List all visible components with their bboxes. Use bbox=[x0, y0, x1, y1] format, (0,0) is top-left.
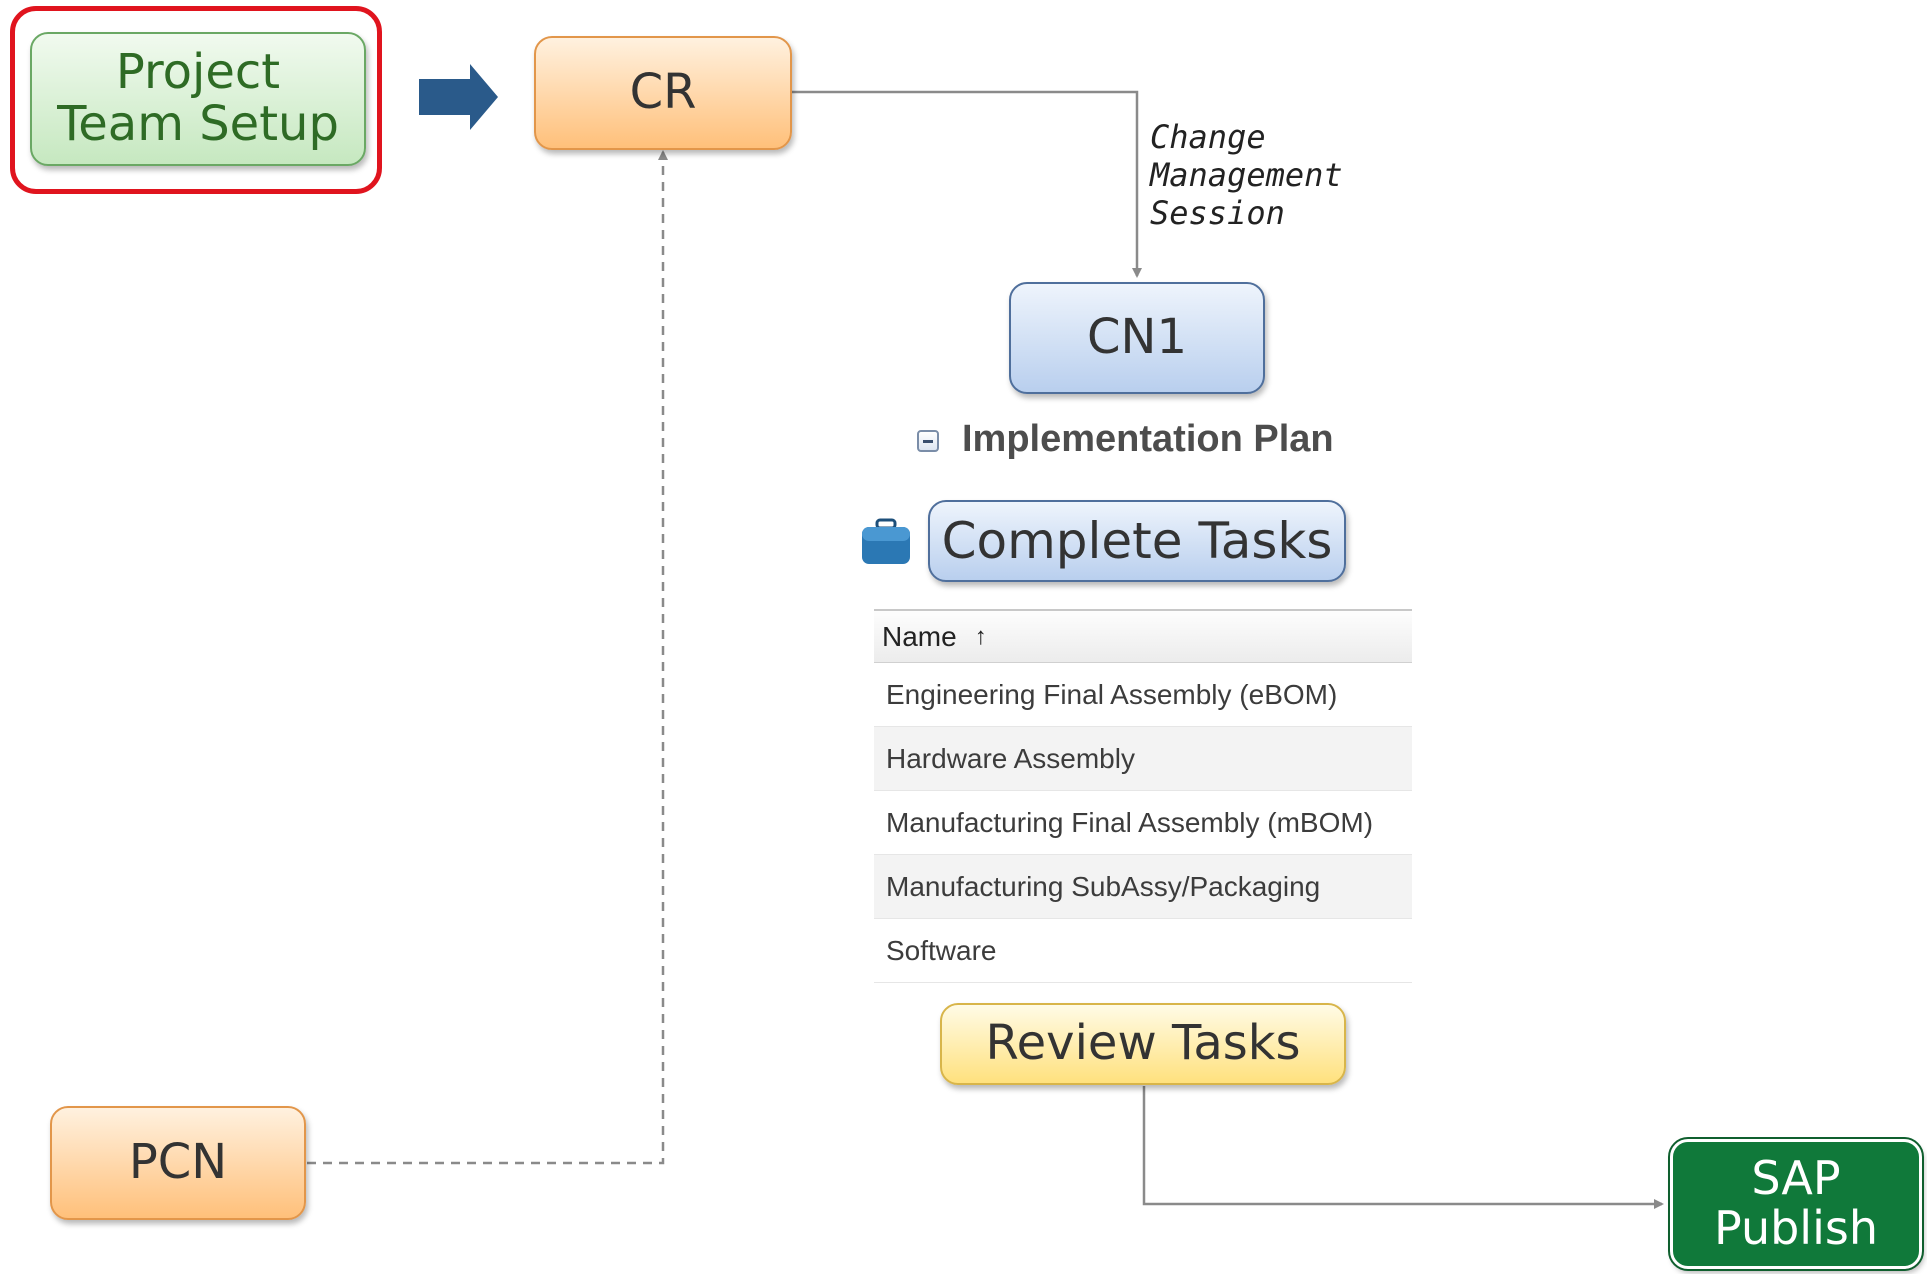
pcn-to-cr-connector bbox=[307, 150, 668, 1165]
project-team-setup-node[interactable]: Project Team Setup bbox=[30, 32, 366, 166]
change-management-note: Change Management Session bbox=[1150, 118, 1343, 232]
cn1-node[interactable]: CN1 bbox=[1009, 282, 1265, 394]
note-line2: Management bbox=[1150, 156, 1343, 194]
cr-to-cn1-connector bbox=[790, 90, 1142, 278]
pcn-label: PCN bbox=[128, 1134, 228, 1191]
table-header[interactable]: Name ↑ bbox=[874, 609, 1412, 663]
complete-tasks-label: Complete Tasks bbox=[941, 512, 1333, 570]
project-team-setup-line1: Project bbox=[115, 44, 281, 101]
collapse-icon[interactable] bbox=[917, 430, 939, 452]
project-team-setup-line2: Team Setup bbox=[57, 96, 339, 152]
review-tasks-node[interactable]: Review Tasks bbox=[940, 1003, 1346, 1085]
name-column-header: Name bbox=[882, 620, 957, 652]
sort-up-icon[interactable]: ↑ bbox=[974, 622, 987, 650]
table-row[interactable]: Engineering Final Assembly (eBOM) bbox=[874, 663, 1412, 727]
table-row[interactable]: Software bbox=[874, 919, 1412, 983]
task-table: Name ↑ Engineering Final Assembly (eBOM)… bbox=[874, 609, 1412, 983]
briefcase-icon bbox=[862, 518, 910, 564]
task-name: Software bbox=[886, 934, 997, 966]
review-to-sap-connector bbox=[1142, 1086, 1664, 1209]
sap-publish-node[interactable]: SAP Publish bbox=[1668, 1137, 1924, 1271]
task-name: Hardware Assembly bbox=[886, 742, 1135, 774]
cn1-label: CN1 bbox=[1087, 309, 1187, 366]
task-name: Engineering Final Assembly (eBOM) bbox=[886, 678, 1338, 710]
note-line1: Change bbox=[1150, 118, 1266, 156]
table-row[interactable]: Manufacturing Final Assembly (mBOM) bbox=[874, 791, 1412, 855]
task-name: Manufacturing SubAssy/Packaging bbox=[886, 870, 1321, 902]
note-line3: Session bbox=[1150, 194, 1285, 232]
review-tasks-label: Review Tasks bbox=[985, 1015, 1301, 1072]
table-row[interactable]: Hardware Assembly bbox=[874, 727, 1412, 791]
complete-tasks-node[interactable]: Complete Tasks bbox=[928, 500, 1346, 582]
cr-label: CR bbox=[629, 64, 697, 121]
selection-highlight bbox=[10, 6, 382, 194]
cr-node[interactable]: CR bbox=[534, 36, 792, 150]
sap-publish-line2: Publish bbox=[1714, 1201, 1878, 1255]
sap-publish-line1: SAP bbox=[1751, 1151, 1841, 1206]
table-row[interactable]: Manufacturing SubAssy/Packaging bbox=[874, 855, 1412, 919]
task-name: Manufacturing Final Assembly (mBOM) bbox=[886, 806, 1374, 838]
pcn-node[interactable]: PCN bbox=[50, 1106, 306, 1220]
implementation-plan-title: Implementation Plan bbox=[962, 418, 1334, 460]
right-arrow-icon bbox=[419, 64, 498, 130]
